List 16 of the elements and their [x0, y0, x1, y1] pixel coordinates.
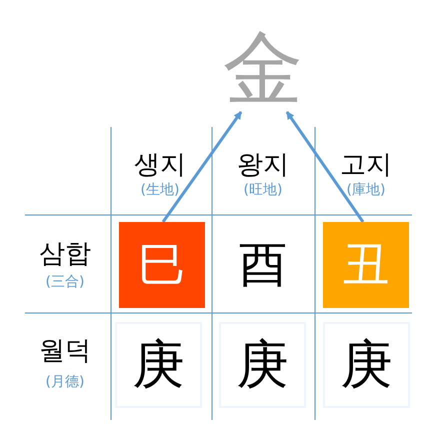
- branch-tile: 丑: [323, 222, 409, 308]
- column-subheader: (旺地): [244, 183, 282, 197]
- column-header: 고지: [340, 152, 392, 178]
- row-header: 삼합: [39, 241, 91, 267]
- branch-character: 酉: [239, 241, 287, 289]
- element-character: 金: [223, 25, 303, 112]
- stem-tile: 庚: [115, 322, 202, 408]
- arrow: [162, 111, 242, 223]
- column-header: 생지: [134, 152, 186, 178]
- row-subheader: (三合): [46, 275, 84, 289]
- stem-tile: 庚: [323, 322, 410, 408]
- column-header: 왕지: [237, 152, 289, 178]
- row-header: 월덕: [39, 338, 91, 364]
- branch-tile: 巳: [119, 222, 205, 308]
- stem-tile: 庚: [219, 322, 306, 408]
- arrow: [286, 111, 364, 223]
